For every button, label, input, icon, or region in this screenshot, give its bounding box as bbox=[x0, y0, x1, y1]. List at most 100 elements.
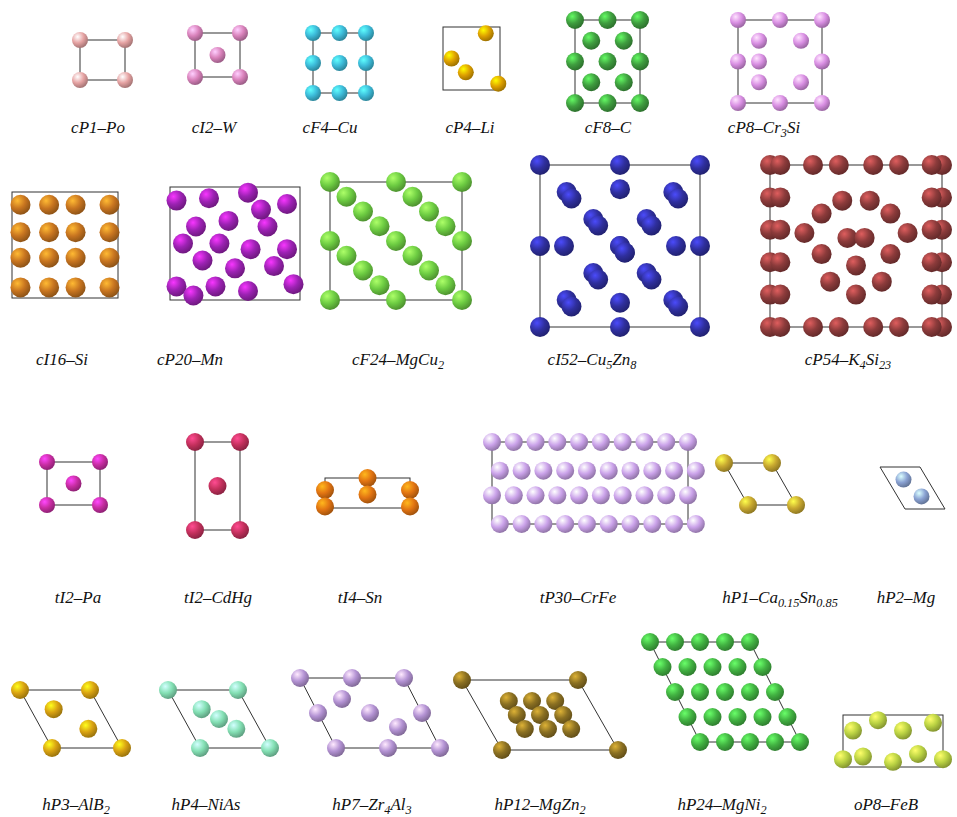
atom-sphere bbox=[379, 739, 397, 757]
atom-sphere bbox=[452, 172, 472, 192]
unit-cell bbox=[39, 454, 108, 513]
atom-sphere bbox=[332, 25, 348, 41]
atom-sphere bbox=[643, 462, 661, 480]
cell-outline bbox=[20, 690, 122, 748]
structure-label: hP3–AlB2 bbox=[42, 795, 110, 815]
atom-sphere bbox=[715, 454, 733, 472]
atom-sphere bbox=[635, 486, 653, 504]
atom-sphere bbox=[846, 285, 866, 305]
atom-sphere bbox=[854, 748, 872, 766]
atom-sphere bbox=[419, 202, 439, 222]
atom-sphere bbox=[530, 236, 550, 256]
atom-sphere bbox=[72, 72, 88, 88]
atom-sphere bbox=[654, 658, 672, 676]
atom-sphere bbox=[436, 216, 456, 236]
atom-sphere bbox=[337, 187, 357, 207]
atom-sphere bbox=[704, 708, 722, 726]
atom-sphere bbox=[730, 54, 746, 70]
atom-sphere bbox=[186, 433, 204, 451]
cell-outline bbox=[462, 680, 618, 750]
atom-sphere bbox=[332, 85, 348, 101]
atom-sphere bbox=[641, 215, 661, 235]
atom-sphere bbox=[872, 272, 892, 292]
cell-outline bbox=[195, 442, 240, 530]
atom-sphere bbox=[614, 433, 632, 451]
atom-sphere bbox=[812, 204, 832, 224]
atom-sphere bbox=[530, 155, 550, 175]
atom-sphere bbox=[386, 172, 406, 192]
atom-sphere bbox=[812, 244, 832, 264]
structure-label: oP8–FeB bbox=[854, 795, 918, 815]
atom-sphere bbox=[72, 32, 88, 48]
cell-outline bbox=[738, 20, 822, 103]
atom-sphere bbox=[173, 234, 193, 254]
atom-sphere bbox=[730, 12, 746, 28]
atom-sphere bbox=[766, 683, 784, 701]
atom-sphere bbox=[117, 72, 133, 88]
atom-sphere bbox=[556, 462, 574, 480]
atom-sphere bbox=[491, 462, 509, 480]
atom-sphere bbox=[909, 745, 927, 763]
atom-sphere bbox=[665, 515, 683, 533]
unit-cell bbox=[11, 681, 131, 757]
atom-sphere bbox=[277, 239, 297, 259]
unit-cell bbox=[443, 25, 506, 91]
atom-sphere bbox=[794, 223, 814, 243]
atom-sphere bbox=[193, 700, 211, 718]
atom-sphere bbox=[863, 317, 883, 337]
atom-sphere bbox=[566, 11, 584, 29]
atom-sphere bbox=[666, 633, 684, 651]
atom-sphere bbox=[829, 317, 849, 337]
atom-sphere bbox=[741, 733, 759, 751]
atom-sphere bbox=[615, 73, 633, 91]
atom-sphere bbox=[754, 708, 772, 726]
atom-sphere bbox=[10, 248, 30, 268]
atom-sphere bbox=[453, 671, 471, 689]
atom-sphere bbox=[665, 462, 683, 480]
atom-sphere bbox=[687, 515, 705, 533]
cell-outline bbox=[575, 20, 640, 103]
unit-cell bbox=[530, 155, 710, 337]
atom-sphere bbox=[186, 217, 206, 237]
atom-sphere bbox=[566, 94, 584, 112]
atom-sphere bbox=[251, 200, 271, 220]
atom-sphere bbox=[588, 215, 608, 235]
atom-sphere bbox=[855, 228, 875, 248]
atom-sphere bbox=[730, 95, 746, 111]
atom-sphere bbox=[320, 172, 340, 192]
atom-sphere bbox=[478, 25, 494, 41]
atom-sphere bbox=[863, 155, 883, 175]
atom-sphere bbox=[779, 708, 797, 726]
atom-sphere bbox=[231, 521, 249, 539]
structure-label: cF24–MgCu2 bbox=[352, 350, 444, 370]
atom-sphere bbox=[43, 739, 61, 757]
atom-sphere bbox=[39, 277, 59, 297]
cell-outline bbox=[724, 463, 796, 505]
atom-sphere bbox=[766, 733, 784, 751]
atom-sphere bbox=[403, 246, 423, 266]
atom-sphere bbox=[193, 250, 213, 270]
atom-sphere bbox=[92, 454, 108, 470]
unit-cell bbox=[320, 172, 472, 310]
atom-sphere bbox=[814, 95, 830, 111]
atom-sphere bbox=[389, 718, 407, 736]
atom-sphere bbox=[770, 317, 790, 337]
atom-sphere bbox=[615, 32, 633, 50]
unit-cell bbox=[72, 32, 133, 88]
unit-cell bbox=[305, 25, 374, 101]
atom-sphere bbox=[516, 720, 534, 738]
atom-sphere bbox=[227, 720, 245, 738]
atom-sphere bbox=[631, 94, 649, 112]
atom-sphere bbox=[896, 472, 912, 488]
atom-sphere bbox=[225, 258, 245, 278]
atom-sphere bbox=[770, 155, 790, 175]
atom-sphere bbox=[167, 276, 187, 296]
atom-sphere bbox=[458, 64, 474, 80]
atom-sphere bbox=[610, 179, 630, 199]
atom-sphere bbox=[277, 194, 297, 214]
atom-sphere bbox=[401, 481, 419, 499]
atom-sphere bbox=[444, 51, 460, 67]
atom-sphere bbox=[770, 220, 790, 240]
atom-sphere bbox=[238, 183, 258, 203]
